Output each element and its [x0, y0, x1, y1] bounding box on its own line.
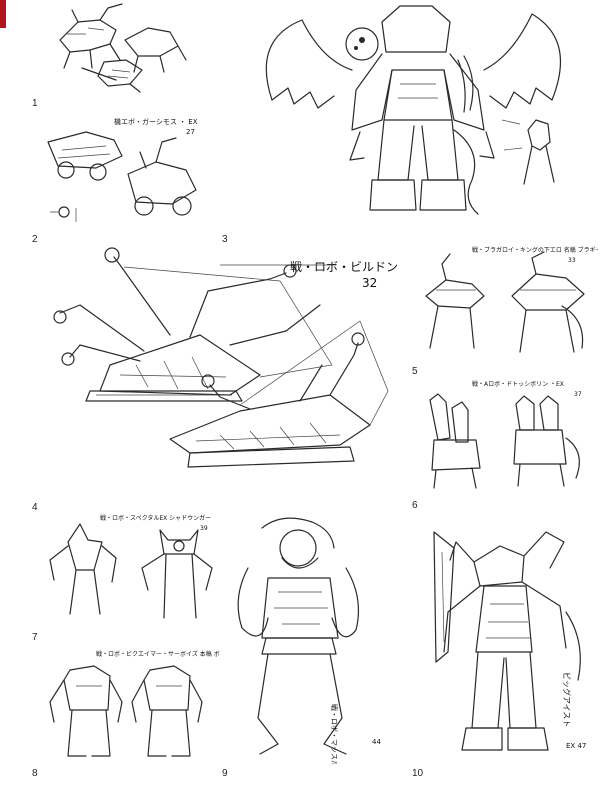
panel-2-caption: 機エボ・ガーシモス ・ EX: [114, 117, 198, 126]
panel-7-caption: 戦・ロボ・スペクタルEX シャドウンガー: [100, 514, 211, 522]
sketch-panel-9: 戦・ロボ・マッスルグロース ・EX 44: [222, 508, 398, 764]
panel-9-number: 44: [372, 738, 381, 746]
panel-number-2: 2: [32, 234, 38, 245]
panel-5-number: 33: [568, 257, 576, 264]
panel-5-caption: 戦・ブラガロイ・キングの下エロ 名稱 ブラギー ・EX: [472, 246, 598, 254]
panel-5-illustration: 戦・ブラガロイ・キングの下エロ 名稱 ブラギー ・EX 33: [425, 246, 598, 353]
panel-9-illustration: 戦・ロボ・マッスルグロース ・EX 44: [237, 517, 381, 764]
panel-6-number: 37: [574, 391, 582, 398]
panel-number-6: 6: [412, 500, 418, 511]
panel-number-9: 9: [222, 768, 228, 779]
sketch-panel-2: 機エボ・ガーシモス ・ EX 27: [36, 112, 208, 230]
panel-4-number: 32: [362, 276, 377, 290]
sketch-panel-4: 戦・ロボ・ビルドン ，EX 32: [40, 245, 400, 493]
panel-2-number: 27: [186, 128, 195, 136]
panel-8-caption: 戦・ロボ・ビクエイマー・サーボイズ 本稿 ボーマー ・EX40: [96, 650, 220, 658]
page-edge-accent: [0, 0, 6, 28]
sketch-panel-3: [232, 0, 598, 228]
panel-3-illustration: [265, 5, 562, 215]
panel-8-illustration: 戦・ロボ・ビクエイマー・サーボイズ 本稿 ボーマー ・EX40: [49, 650, 220, 757]
sketch-panel-10: ビッグアイスト EX 47: [414, 512, 598, 764]
panel-number-3: 3: [222, 234, 228, 245]
panel-2-illustration: 機エボ・ガーシモス ・ EX 27: [47, 117, 198, 222]
panel-number-4: 4: [32, 502, 38, 513]
panel-10-illustration: ビッグアイスト EX 47: [433, 531, 586, 751]
panel-7-illustration: 戦・ロボ・スペクタルEX シャドウンガー 39: [49, 514, 213, 619]
panel-1-illustration: [59, 3, 187, 93]
panel-number-5: 5: [412, 366, 418, 377]
panel-9-caption: 戦・ロボ・マッスルグロース ・EX: [330, 704, 339, 764]
panel-6-illustration: 戦・Aロボ・ドトッシボリン ・EX 37: [429, 380, 582, 489]
panel-number-1: 1: [32, 98, 38, 109]
sketch-panel-1: [30, 0, 190, 95]
panel-number-7: 7: [32, 632, 38, 643]
panel-10-caption: ビッグアイスト: [562, 672, 572, 727]
panel-4-illustration: 戦・ロボ・ビルドン ，EX 32: [53, 247, 400, 468]
panel-number-8: 8: [32, 768, 38, 779]
panel-4-caption: 戦・ロボ・ビルドン ，EX: [290, 260, 400, 274]
panel-6-caption: 戦・Aロボ・ドトッシボリン ・EX: [472, 380, 564, 388]
sketch-panel-7: 戦・ロボ・スペクタルEX シャドウンガー 39: [40, 510, 220, 628]
sketch-panel-8: 戦・ロボ・ビクエイマー・サーボイズ 本稿 ボーマー ・EX40: [40, 646, 220, 764]
panel-number-10: 10: [412, 768, 424, 779]
panel-10-number: EX 47: [566, 742, 586, 750]
panel-7-number: 39: [200, 525, 208, 532]
sketch-panel-6: 戦・Aロボ・ドトッシボリン ・EX 37: [416, 378, 598, 494]
sketch-panel-5: 戦・ブラガロイ・キングの下エロ 名稱 ブラギー ・EX 33: [416, 244, 598, 364]
